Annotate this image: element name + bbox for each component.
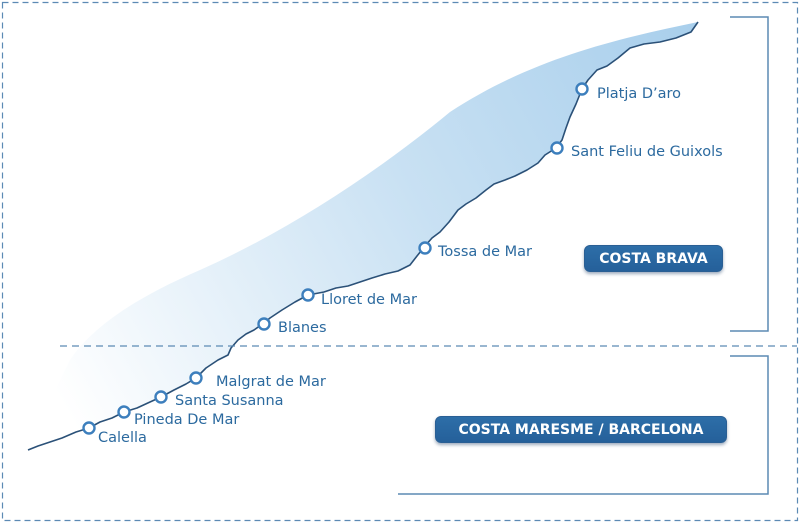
costa-brava-bracket — [730, 16, 769, 332]
town-blanes[interactable]: Blanes — [257, 317, 327, 337]
town-sant-feliu-de-guixols[interactable]: Sant Feliu de Guixols — [550, 141, 723, 161]
town-label: Sant Feliu de Guixols — [571, 144, 723, 160]
town-calella[interactable]: Calella — [82, 421, 147, 447]
town-label: Blanes — [278, 320, 327, 336]
town-marker-icon — [418, 241, 432, 255]
town-label: Pineda De Mar — [134, 412, 239, 428]
town-label: Santa Susanna — [175, 393, 284, 409]
town-marker-icon — [82, 421, 96, 435]
town-santa-susanna[interactable]: Santa Susanna — [154, 390, 284, 410]
town-marker-icon — [154, 390, 168, 404]
costa-brava-badge[interactable]: COSTA BRAVA — [584, 245, 723, 272]
town-marker-icon — [550, 141, 564, 155]
town-pineda-de-mar[interactable]: Pineda De Mar — [117, 405, 240, 429]
town-marker-icon — [117, 405, 131, 419]
town-label: Platja D’aro — [597, 86, 681, 102]
town-label: Malgrat de Mar — [216, 374, 326, 390]
costa-maresme-badge[interactable]: COSTA MARESME / BARCELONA — [435, 416, 727, 443]
town-tossa-de-mar[interactable]: Tossa de Mar — [418, 241, 532, 261]
coastline-sea — [28, 22, 698, 450]
town-platja-daro[interactable]: Platja D’aro — [575, 82, 682, 103]
costa-maresme-bracket — [398, 355, 769, 495]
town-malgrat-de-mar[interactable]: Malgrat de Mar — [189, 371, 326, 391]
town-marker-icon — [257, 317, 271, 331]
town-marker-icon — [189, 371, 203, 385]
town-label: Tossa de Mar — [437, 244, 532, 260]
town-lloret-de-mar[interactable]: Lloret de Mar — [301, 288, 417, 309]
town-marker-icon — [575, 82, 589, 96]
town-markers: Platja D’aro Sant Feliu de Guixols Tossa… — [82, 82, 723, 447]
town-label: Calella — [98, 430, 147, 446]
town-label: Lloret de Mar — [321, 292, 417, 308]
town-marker-icon — [301, 288, 315, 302]
